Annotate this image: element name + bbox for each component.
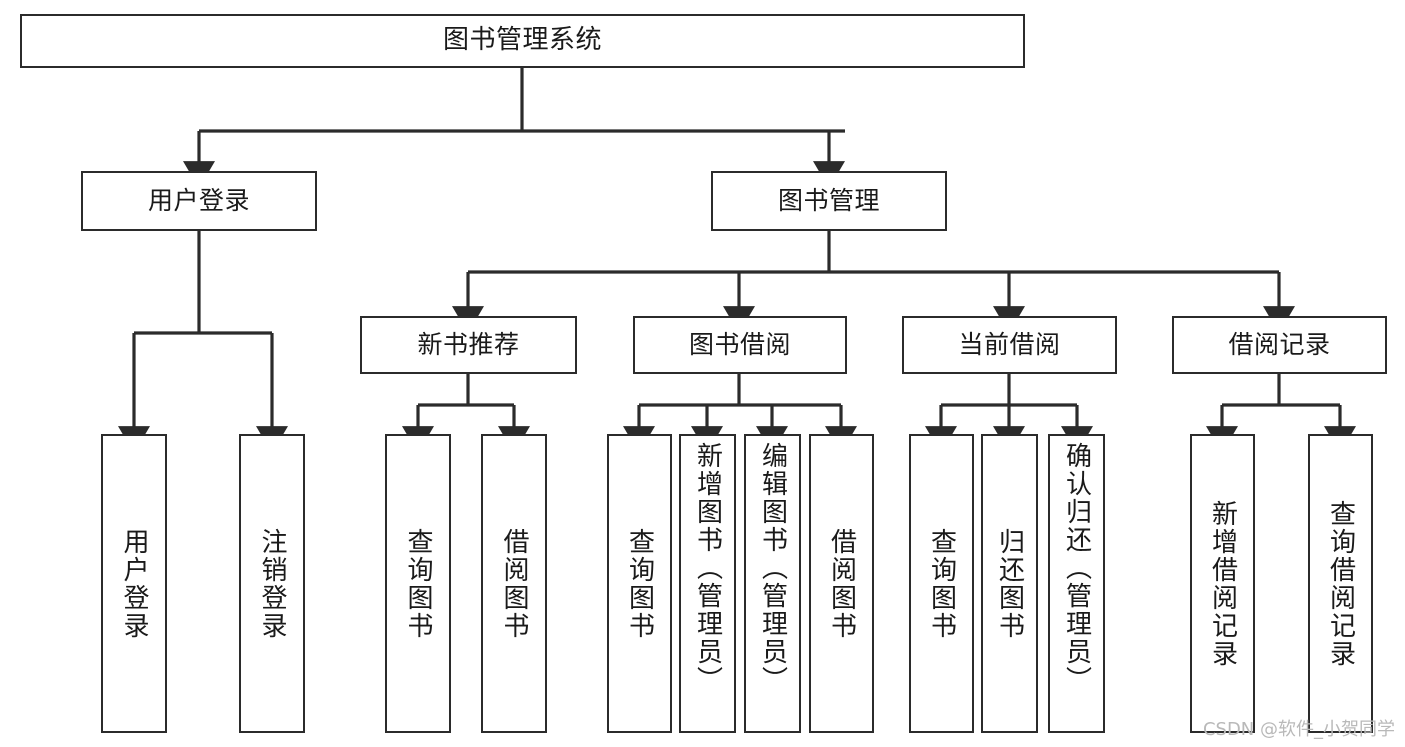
node-label: 新书推荐 [417,329,520,359]
leaf-borrow-book[interactable]: 借阅图书 [809,434,874,733]
node-user-login[interactable]: 用户登录 [81,171,317,231]
node-label: 用户登录 [147,185,250,215]
node-label: 新增图书（管理员） [692,442,723,694]
leaf-query-book-borrow[interactable]: 查询图书 [607,434,672,733]
leaf-logout-login[interactable]: 注销登录 [239,434,305,733]
node-borrow-record[interactable]: 借阅记录 [1172,316,1387,374]
node-label: 借阅图书 [826,527,857,640]
node-label: 查询图书 [926,527,957,640]
leaf-query-borrow-record[interactable]: 查询借阅记录 [1308,434,1373,733]
node-current-borrow[interactable]: 当前借阅 [902,316,1117,374]
node-label: 查询图书 [403,527,433,640]
leaf-add-book[interactable]: 新增图书（管理员） [679,434,736,733]
node-label: 图书借阅 [688,329,791,359]
leaf-edit-book[interactable]: 编辑图书（管理员） [744,434,801,733]
node-label: 注销登录 [257,527,287,640]
leaf-add-borrow-record[interactable]: 新增借阅记录 [1190,434,1255,733]
leaf-user-login[interactable]: 用户登录 [101,434,167,733]
node-label: 查询借阅记录 [1325,499,1356,668]
node-label: 查询图书 [624,527,655,640]
node-label: 归还图书 [994,527,1025,640]
csdn-watermark: CSDN @软件_小贺同学 [1202,719,1395,740]
node-label: 图书管理 [777,185,880,215]
leaf-return-book[interactable]: 归还图书 [981,434,1038,733]
node-label: 新增借阅记录 [1207,499,1238,668]
node-label: 图书管理系统 [442,25,602,56]
node-root-system[interactable]: 图书管理系统 [20,14,1025,68]
node-book-borrow[interactable]: 图书借阅 [633,316,847,374]
node-new-book-recommend[interactable]: 新书推荐 [360,316,577,374]
leaf-query-book-recommend[interactable]: 查询图书 [385,434,451,733]
node-label: 借阅记录 [1228,329,1331,359]
node-label: 用户登录 [119,527,149,640]
node-label: 借阅图书 [499,527,529,640]
node-book-management[interactable]: 图书管理 [711,171,947,231]
node-label: 当前借阅 [958,329,1061,359]
leaf-borrow-book-recommend[interactable]: 借阅图书 [481,434,547,733]
leaf-query-book-current[interactable]: 查询图书 [909,434,974,733]
node-label: 编辑图书（管理员） [757,442,788,694]
node-label: 确认归还（管理员） [1061,442,1092,694]
leaf-confirm-return[interactable]: 确认归还（管理员） [1048,434,1105,733]
